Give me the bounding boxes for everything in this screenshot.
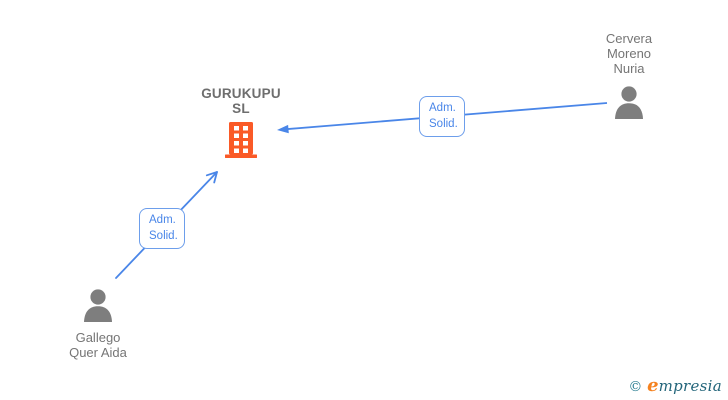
person-name-line2: Moreno bbox=[606, 46, 652, 61]
person-name-line1: Cervera bbox=[605, 31, 653, 46]
person-node-cervera: Cervera Moreno Nuria bbox=[559, 31, 699, 124]
logo-text: mpresia bbox=[658, 377, 722, 395]
company-name-line2: SL bbox=[232, 101, 250, 116]
copyright-icon: © bbox=[628, 379, 643, 395]
arrowhead-left-icon bbox=[277, 124, 289, 134]
edge-label-line2: Solid. bbox=[429, 118, 458, 130]
person-node-gallego: Gallego Quer Aida bbox=[28, 289, 168, 360]
person-icon[interactable] bbox=[82, 289, 114, 327]
person-name-line1: Gallego bbox=[75, 330, 121, 345]
company-node: GURUKUPU SL bbox=[171, 86, 311, 163]
edge-label-adm-solid[interactable]: Adm. Solid. bbox=[139, 208, 185, 249]
edge-label-line1: Adm. bbox=[429, 102, 456, 114]
person-name-line3: Nuria bbox=[613, 61, 645, 76]
logo-initial: e bbox=[647, 375, 659, 396]
building-icon[interactable] bbox=[225, 122, 257, 163]
edge-label-adm-solid[interactable]: Adm. Solid. bbox=[419, 96, 465, 137]
company-name: GURUKUPU SL bbox=[171, 86, 311, 116]
arrowhead-up-right-icon bbox=[205, 171, 218, 184]
company-name-line1: GURUKUPU bbox=[201, 86, 281, 101]
edge-label-line2: Solid. bbox=[149, 230, 178, 242]
edge-label-line1: Adm. bbox=[149, 214, 176, 226]
empresia-logo[interactable]: © empresia bbox=[628, 375, 722, 396]
person-name-line2: Quer Aida bbox=[69, 345, 127, 360]
person-icon[interactable] bbox=[613, 86, 645, 124]
person-name: Cervera Moreno Nuria bbox=[559, 31, 699, 76]
person-name: Gallego Quer Aida bbox=[28, 330, 168, 360]
